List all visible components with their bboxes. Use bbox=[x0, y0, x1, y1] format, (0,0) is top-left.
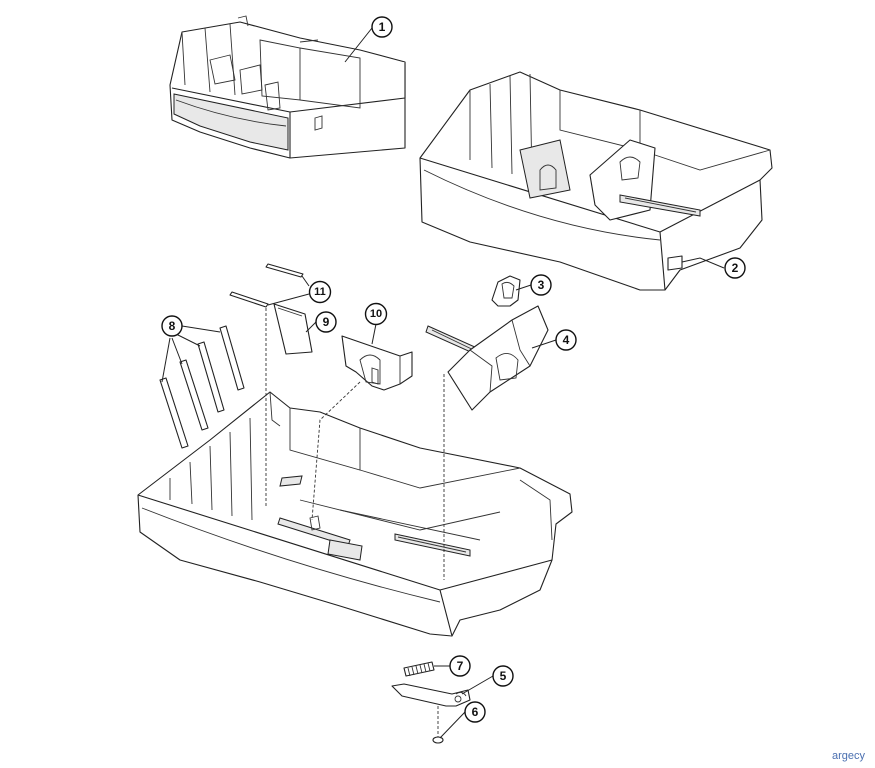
callout-11: 11 bbox=[308, 280, 332, 304]
callout-2: 2 bbox=[724, 257, 746, 279]
callout-7-label: 7 bbox=[457, 659, 464, 673]
callout-10-label: 10 bbox=[370, 308, 382, 320]
side-guide-plate bbox=[273, 303, 313, 355]
tray-drawer-assembly bbox=[169, 15, 406, 159]
small-guide-clip bbox=[491, 275, 521, 307]
callout-11-label: 11 bbox=[314, 286, 326, 298]
callout-6: 6 bbox=[464, 701, 486, 723]
washer bbox=[432, 736, 444, 744]
callout-2-label: 2 bbox=[732, 261, 739, 275]
callout-4: 4 bbox=[555, 329, 577, 351]
side-guide-assembly bbox=[425, 305, 549, 411]
rear-guide-bracket bbox=[341, 335, 413, 391]
callout-5: 5 bbox=[492, 665, 514, 687]
paper-tray-base bbox=[137, 391, 573, 637]
callout-10: 10 bbox=[364, 302, 388, 326]
spring-rods bbox=[229, 263, 304, 308]
callout-1: 1 bbox=[371, 16, 393, 38]
callout-7: 7 bbox=[449, 655, 471, 677]
callout-9: 9 bbox=[315, 311, 337, 333]
lever-arm bbox=[391, 683, 471, 707]
spring bbox=[403, 661, 435, 677]
assembly-lines bbox=[265, 308, 445, 737]
watermark-text: argecy bbox=[831, 750, 865, 762]
callout-3: 3 bbox=[530, 274, 552, 296]
callout-5-label: 5 bbox=[500, 669, 507, 683]
callout-8-label: 8 bbox=[169, 319, 176, 333]
callout-8: 8 bbox=[161, 315, 183, 337]
callout-3-label: 3 bbox=[538, 278, 545, 292]
callout-9-label: 9 bbox=[323, 315, 330, 329]
leader-lines bbox=[161, 27, 725, 739]
rear-bars bbox=[159, 325, 245, 449]
callout-1-label: 1 bbox=[379, 20, 386, 34]
callout-6-label: 6 bbox=[472, 705, 479, 719]
callout-4-label: 4 bbox=[563, 333, 570, 347]
paper-tray-complete bbox=[419, 71, 773, 291]
